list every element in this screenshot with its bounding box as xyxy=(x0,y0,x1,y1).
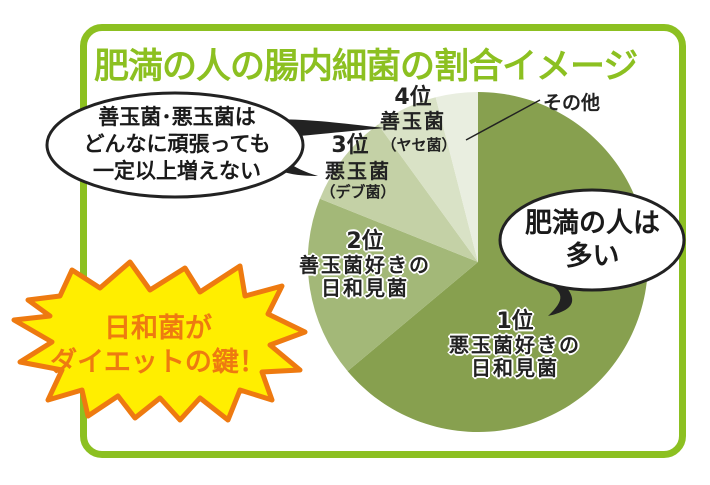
pie-slice-rank4 xyxy=(378,97,478,262)
right-bubble-line2: 多い xyxy=(565,241,620,272)
left-bubble-line2: どんなに頑張っても xyxy=(83,132,271,156)
right-bubble-line1: 肥満の人は xyxy=(525,208,660,239)
left-bubble-line1: 善玉菌･悪玉菌は xyxy=(98,105,256,129)
rank3-sub: （デブ菌） xyxy=(320,183,396,201)
rank4-sub: （ヤセ菌） xyxy=(381,136,457,154)
pie-slice-other xyxy=(435,91,478,262)
pie-slice-rank2 xyxy=(307,198,478,372)
rank2-name-line1: 善玉菌好きの xyxy=(299,253,431,277)
rank3-name: 悪玉菌 xyxy=(325,159,391,183)
right-bubble-text: 肥満の人は 多い xyxy=(505,207,680,273)
rank1-name-line2: 日和見菌 xyxy=(471,356,559,380)
other-leader-line xyxy=(465,99,541,141)
left-bubble-line3: 一定以上増えない xyxy=(93,159,261,183)
label-rank3-name: 悪玉菌 （デブ菌） xyxy=(318,159,398,202)
rank3-rank: 3位 xyxy=(331,133,369,158)
label-rank4: 4位 善玉菌 xyxy=(378,86,448,133)
right-speech-bubble xyxy=(498,188,686,292)
rank1-name-line1: 悪玉菌好きの xyxy=(449,333,581,357)
label-rank1: 1位 悪玉菌好きの 日和見菌 xyxy=(440,310,590,380)
label-other: その他 xyxy=(543,88,600,115)
rank2-rank: 2位 xyxy=(346,229,384,254)
label-rank4-sub: （ヤセ菌） xyxy=(378,136,460,154)
rank1-rank: 1位 xyxy=(496,309,534,334)
pie-slice-rank3 xyxy=(319,124,478,262)
starburst xyxy=(11,259,308,423)
left-bubble-text: 善玉菌･悪玉菌は どんなに頑張っても 一定以上増えない xyxy=(62,104,292,185)
rank4-rank: 4位 xyxy=(394,85,432,110)
burst-line2: ダイエットの鍵！ xyxy=(50,347,266,378)
label-rank2: 2位 善玉菌好きの 日和見菌 xyxy=(290,230,440,300)
chart-title: 肥満の人の腸内細菌の割合イメージ xyxy=(94,47,638,87)
pie-slice-rank1 xyxy=(347,92,648,432)
left-speech-bubble xyxy=(45,91,305,199)
burst-line1: 日和菌が xyxy=(104,313,212,344)
burst-text: 日和菌が ダイエットの鍵！ xyxy=(28,312,288,380)
label-rank3: 3位 xyxy=(320,134,380,158)
rank4-name: 善玉菌 xyxy=(380,109,446,133)
rank2-name-line2: 日和見菌 xyxy=(321,276,409,300)
other-label: その他 xyxy=(543,92,601,114)
